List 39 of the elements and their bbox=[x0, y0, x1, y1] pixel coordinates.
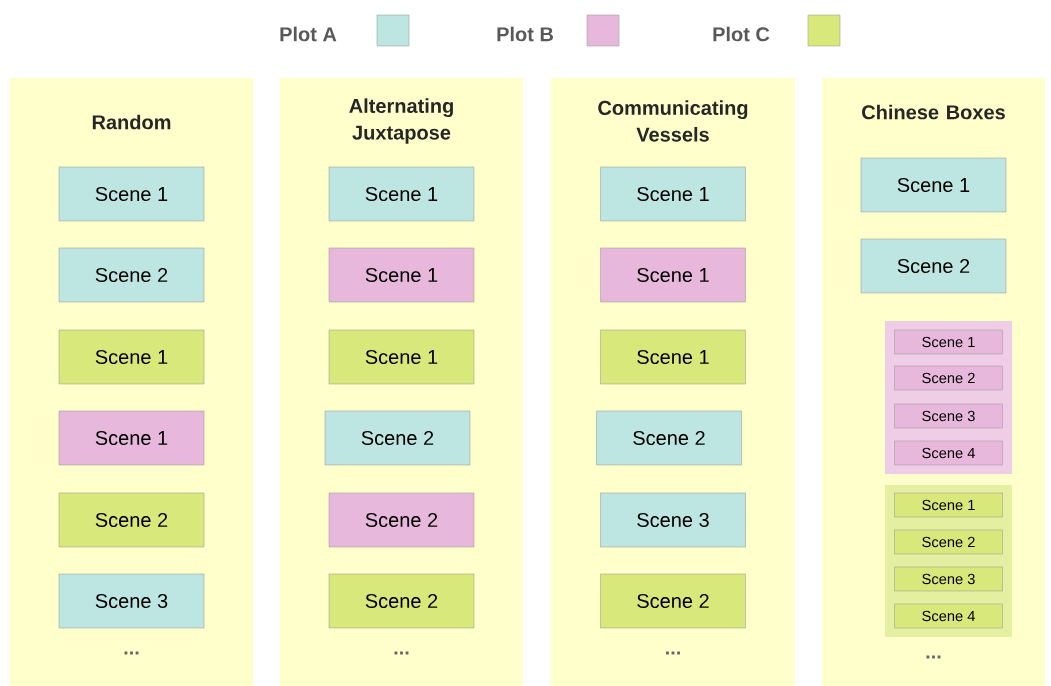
scene-box: Scene 2 bbox=[324, 410, 471, 466]
legend-label: Plot B bbox=[497, 26, 553, 42]
scene-box: Scene 3 bbox=[600, 492, 746, 548]
scene-box: Scene 2 bbox=[58, 492, 205, 548]
ellipsis: ... bbox=[394, 651, 409, 655]
scene-box: Scene 1 bbox=[58, 410, 205, 466]
scene-box: Scene 1 bbox=[600, 329, 746, 385]
scene-box: Scene 1 bbox=[894, 329, 1003, 355]
scene-box: Scene 1 bbox=[328, 329, 475, 385]
column-heading: Communicating Vessels bbox=[598, 100, 748, 142]
scene-box: Scene 2 bbox=[600, 573, 746, 629]
column-heading: Random bbox=[92, 114, 171, 130]
scene-box: Scene 1 bbox=[600, 247, 746, 303]
column-heading: Alternating Juxtapose bbox=[349, 98, 453, 144]
scene-box: Scene 1 bbox=[58, 166, 205, 222]
ellipsis: ... bbox=[124, 651, 139, 655]
column-heading: Chinese Boxes bbox=[862, 104, 1005, 120]
scene-box: Scene 2 bbox=[894, 365, 1003, 391]
scene-box: Scene 3 bbox=[894, 566, 1003, 592]
scene-box: Scene 1 bbox=[600, 166, 746, 222]
scene-box: Scene 2 bbox=[58, 247, 205, 303]
scene-box: Scene 2 bbox=[328, 573, 475, 629]
scene-box: Scene 1 bbox=[58, 329, 205, 385]
scene-box: Scene 2 bbox=[860, 238, 1007, 294]
scene-box: Scene 3 bbox=[894, 403, 1003, 429]
scene-box: Scene 2 bbox=[596, 410, 742, 466]
scene-box: Scene 1 bbox=[328, 166, 475, 222]
scene-box: Scene 2 bbox=[328, 492, 475, 548]
scene-box: Scene 1 bbox=[860, 157, 1007, 213]
scene-box: Scene 3 bbox=[58, 573, 205, 629]
scene-box: Scene 4 bbox=[894, 603, 1003, 629]
scene-box: Scene 2 bbox=[894, 529, 1003, 555]
scene-box: Scene 1 bbox=[894, 492, 1003, 518]
ellipsis: ... bbox=[666, 651, 680, 655]
legend-label: Plot A bbox=[280, 26, 337, 42]
legend-label: Plot C bbox=[713, 26, 770, 42]
ellipsis: ... bbox=[926, 655, 941, 659]
scene-box: Scene 4 bbox=[894, 440, 1003, 466]
scene-box: Scene 1 bbox=[328, 247, 475, 303]
